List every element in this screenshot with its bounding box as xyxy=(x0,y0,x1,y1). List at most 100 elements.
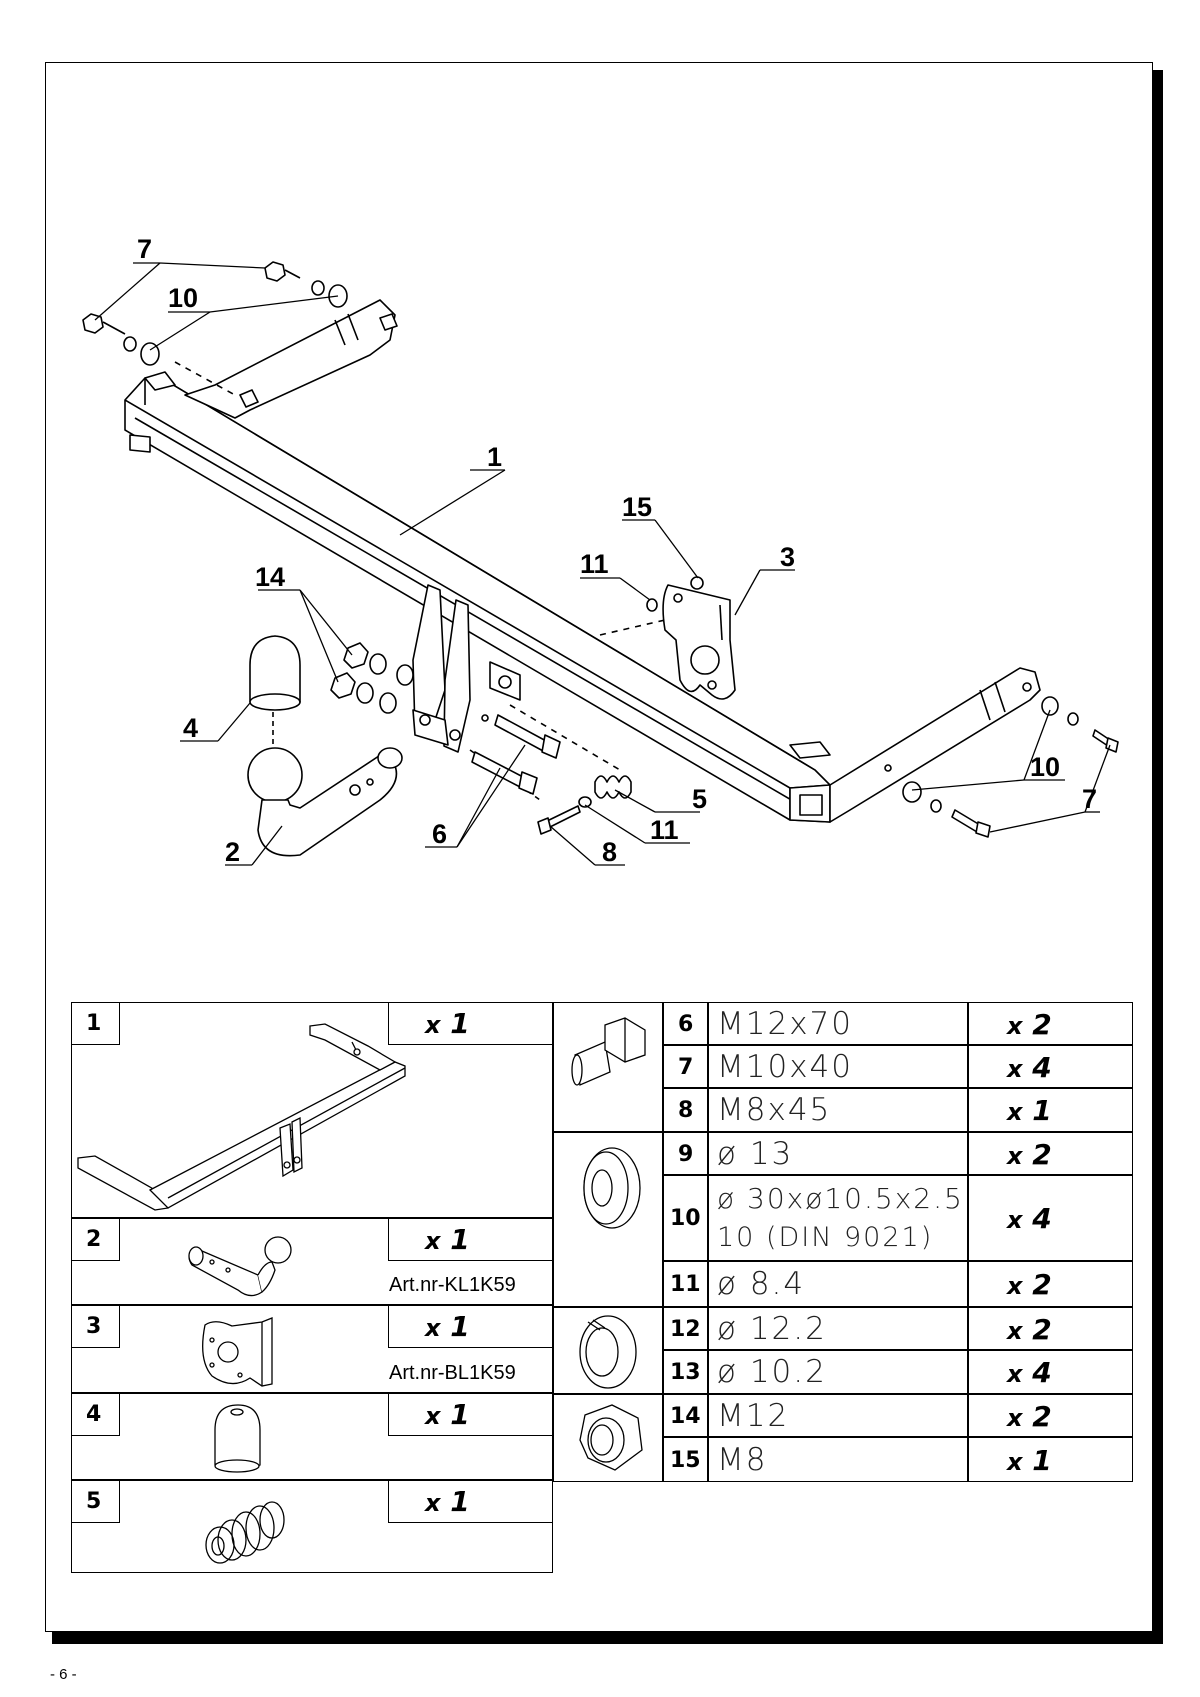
part-2-qty-cell: x 1 xyxy=(388,1218,553,1261)
part-8-qty-cell: x 1 xyxy=(968,1088,1133,1132)
part-11-spec-cell: ø 8.4 xyxy=(708,1261,968,1307)
part-number: 9 xyxy=(678,1141,694,1167)
part-number: 6 xyxy=(678,1011,694,1037)
part-1-number-cell: 1 xyxy=(71,1002,120,1045)
part-5-number-cell: 5 xyxy=(71,1480,120,1523)
part-3-bracket-thumbnail xyxy=(195,1312,280,1390)
part-spec: ø 12.2 xyxy=(717,1310,827,1347)
right-arm xyxy=(830,668,1040,822)
left-arm xyxy=(175,300,397,418)
callout-1: 1 xyxy=(487,442,502,472)
callout-2: 2 xyxy=(225,837,240,867)
part-3-qty-cell: x 1 xyxy=(388,1305,553,1348)
part-9-spec-cell: ø 13 xyxy=(708,1132,968,1175)
page-number: - 6 - xyxy=(50,1666,77,1683)
leader-lines xyxy=(95,263,1110,865)
part-8-spec-cell: M8x45 xyxy=(708,1088,968,1132)
part-spec: ø 10.2 xyxy=(717,1354,827,1390)
part-2-ball-bar-thumbnail xyxy=(180,1228,300,1303)
part-7-spec-cell: M10x40 xyxy=(708,1045,968,1088)
callout-10-right: 10 xyxy=(1030,752,1060,782)
part-1-crossbar-thumbnail xyxy=(75,1022,415,1212)
part-13-number-cell: 13 xyxy=(663,1350,708,1394)
callout-14: 14 xyxy=(255,562,285,592)
ball-bar-part-2 xyxy=(248,748,402,856)
quantity: x 2 xyxy=(1007,1268,1052,1301)
callout-15: 15 xyxy=(622,492,652,522)
part-14-number-cell: 14 xyxy=(663,1394,708,1437)
callout-11-top: 11 xyxy=(580,549,609,579)
part-number: 14 xyxy=(670,1403,701,1429)
ball-cap-part-4 xyxy=(250,636,300,745)
article-number: Art.nr-BL1K59 xyxy=(389,1362,516,1384)
part-8-number-cell: 8 xyxy=(663,1088,708,1132)
part-14-spec-cell: M12 xyxy=(708,1394,968,1437)
part-number: 8 xyxy=(678,1098,694,1123)
callout-7-top-left: 7 xyxy=(137,234,152,264)
callout-6: 6 xyxy=(432,819,447,849)
part-spec: M10x40 xyxy=(717,1048,853,1085)
part-number: 15 xyxy=(670,1447,701,1473)
part-spec: M8 xyxy=(717,1441,768,1478)
quantity: x 4 xyxy=(1007,1050,1052,1084)
part-3-cell xyxy=(71,1305,553,1393)
part-9-qty-cell: x 2 xyxy=(968,1132,1133,1175)
part-number: 10 xyxy=(670,1206,701,1231)
part-12-number-cell: 12 xyxy=(663,1307,708,1350)
part-4-ball-cap-thumbnail xyxy=(208,1400,268,1478)
part-number: 1 xyxy=(86,1011,102,1036)
quantity: x 4 xyxy=(1007,1202,1052,1235)
part-spec-standard: 10 (DIN 9021) xyxy=(717,1222,934,1253)
part-number: 5 xyxy=(86,1489,102,1514)
part-15-spec-cell: M8 xyxy=(708,1437,968,1482)
part-spec: M12x70 xyxy=(717,1005,853,1042)
part-11-number-cell: 11 xyxy=(663,1261,708,1307)
spring-bolt-8 xyxy=(538,776,631,834)
callout-11-bottom: 11 xyxy=(650,815,679,845)
part-6-spec-cell: M12x70 xyxy=(708,1002,968,1045)
part-number: 3 xyxy=(86,1314,102,1339)
callout-10-top-left: 10 xyxy=(168,283,198,313)
bolt-icon xyxy=(565,1010,655,1125)
part-6-number-cell: 6 xyxy=(663,1002,708,1045)
part-7-number-cell: 7 xyxy=(663,1045,708,1088)
part-6-qty-cell: x 2 xyxy=(968,1002,1133,1045)
quantity: x 2 xyxy=(1007,1399,1052,1433)
part-4-qty-cell: x 1 xyxy=(388,1393,553,1436)
top-left-fasteners xyxy=(83,262,347,365)
exploded-assembly-drawing: 7 10 1 15 3 11 14 4 5 10 7 2 6 8 11 xyxy=(45,234,1153,867)
callout-8: 8 xyxy=(602,837,617,867)
part-spec: ø 8.4 xyxy=(717,1266,806,1302)
right-fasteners xyxy=(903,697,1118,837)
part-13-spec-cell: ø 10.2 xyxy=(708,1350,968,1394)
nut-icon xyxy=(570,1398,650,1480)
part-15-qty-cell: x 1 xyxy=(968,1437,1133,1482)
quantity: x 1 xyxy=(425,1223,470,1256)
part-15-number-cell: 15 xyxy=(663,1437,708,1482)
quantity: x 1 xyxy=(425,1310,470,1343)
quantity: x 1 xyxy=(425,1007,470,1040)
quantity: x 2 xyxy=(1007,1312,1052,1346)
part-4-number-cell: 4 xyxy=(71,1393,120,1436)
part-12-qty-cell: x 2 xyxy=(968,1307,1133,1350)
quantity: x 2 xyxy=(1007,1007,1052,1041)
part-spec: M8x45 xyxy=(717,1092,832,1128)
part-13-qty-cell: x 4 xyxy=(968,1350,1133,1394)
callout-3: 3 xyxy=(780,542,795,572)
nuts-washers-part-14 xyxy=(331,643,413,713)
part-spec: ø 13 xyxy=(717,1135,794,1172)
callout-5: 5 xyxy=(692,784,707,814)
quantity: x 2 xyxy=(1007,1137,1052,1171)
part-number: 7 xyxy=(678,1054,694,1080)
washer-icon xyxy=(570,1140,650,1235)
part-11-qty-cell: x 2 xyxy=(968,1261,1133,1307)
quantity: x 1 xyxy=(1007,1443,1052,1477)
part-number: 11 xyxy=(670,1272,701,1297)
part-14-qty-cell: x 2 xyxy=(968,1394,1133,1437)
bolts-part-6 xyxy=(472,715,560,794)
callout-7-right: 7 xyxy=(1082,784,1097,814)
part-spec: M12 xyxy=(717,1397,790,1434)
part-9-number-cell: 9 xyxy=(663,1132,708,1175)
quantity: x 4 xyxy=(1007,1356,1052,1389)
